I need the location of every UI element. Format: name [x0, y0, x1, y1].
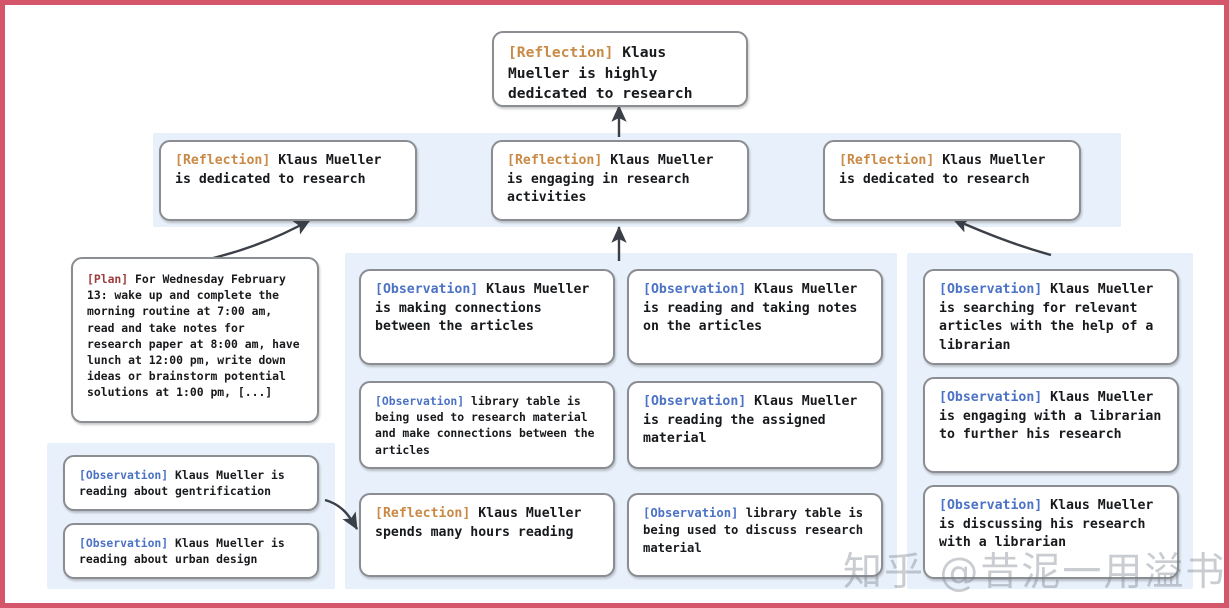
node-col3-observation-3[interactable]: [Observation] Klaus Mueller is discussin…: [923, 485, 1179, 579]
node-col2-observation-2[interactable]: [Observation] Klaus Mueller is reading t…: [627, 381, 883, 469]
node-obs-left-1[interactable]: [Observation] Klaus Mueller is reading a…: [63, 455, 319, 511]
node-col2-observation-2-text: Klaus Mueller is reading the assigned ma…: [643, 394, 858, 447]
tag-observation: [Observation]: [375, 394, 465, 408]
tag-observation: [Observation]: [79, 536, 169, 550]
node-col2-observation-3-text: library table is being used to discuss r…: [643, 506, 864, 555]
node-plan[interactable]: [Plan] For Wednesday February 13: wake u…: [71, 257, 319, 423]
node-reflection-mid[interactable]: [Reflection] Klaus Mueller is engaging i…: [491, 140, 749, 221]
node-reflection-mid-text: Klaus Mueller is engaging in research ac…: [507, 153, 714, 206]
node-col1-observation-2-text: library table is being used to research …: [375, 394, 595, 457]
node-col3-observation-1[interactable]: [Observation] Klaus Mueller is searching…: [923, 269, 1179, 365]
tag-observation: [Observation]: [643, 282, 747, 297]
node-col3-observation-2[interactable]: [Observation] Klaus Mueller is engaging …: [923, 377, 1179, 473]
node-reflection-right-text: Klaus Mueller is dedicated to research: [839, 153, 1046, 187]
node-col3-observation-2-text: Klaus Mueller is engaging with a librari…: [939, 390, 1162, 443]
tag-observation: [Observation]: [79, 468, 169, 482]
node-obs-left-2-text: Klaus Mueller is reading about urban des…: [79, 536, 285, 567]
node-obs-left-1-text: Klaus Mueller is reading about gentrific…: [79, 468, 285, 499]
node-col2-observation-3[interactable]: [Observation] library table is being use…: [627, 493, 883, 577]
node-col1-observation-2[interactable]: [Observation] library table is being use…: [359, 381, 615, 469]
node-reflection-right[interactable]: [Reflection] Klaus Mueller is dedicated …: [823, 140, 1081, 221]
tag-observation: [Observation]: [375, 282, 479, 297]
tag-observation: [Observation]: [643, 394, 747, 409]
tag-plan: [Plan]: [87, 272, 129, 286]
tag-observation: [Observation]: [939, 282, 1043, 297]
tag-reflection: [Reflection]: [507, 153, 603, 168]
node-root-reflection[interactable]: [Reflection] Klaus Mueller is highly ded…: [492, 31, 748, 107]
node-col2-observation-1[interactable]: [Observation] Klaus Mueller is reading a…: [627, 269, 883, 365]
tag-reflection: [Reflection]: [508, 44, 614, 61]
tag-reflection: [Reflection]: [375, 506, 471, 521]
node-col3-observation-1-text: Klaus Mueller is searching for relevant …: [939, 282, 1154, 354]
node-root-reflection-text: Klaus Mueller is highly dedicated to res…: [508, 44, 693, 103]
node-col1-reflection-text: Klaus Mueller spends many hours reading: [375, 506, 582, 540]
node-col1-observation-1[interactable]: [Observation] Klaus Mueller is making co…: [359, 269, 615, 365]
figure-stage: [Reflection] Klaus Mueller is highly ded…: [5, 5, 1224, 603]
node-reflection-left[interactable]: [Reflection] Klaus Mueller is dedicated …: [159, 140, 417, 221]
node-obs-left-2[interactable]: [Observation] Klaus Mueller is reading a…: [63, 523, 319, 579]
tag-observation: [Observation]: [939, 498, 1043, 513]
node-plan-text: For Wednesday February 13: wake up and c…: [87, 272, 300, 400]
node-reflection-left-text: Klaus Mueller is dedicated to research: [175, 153, 382, 187]
node-col3-observation-3-text: Klaus Mueller is discussing his research…: [939, 498, 1154, 551]
tag-observation: [Observation]: [939, 390, 1043, 405]
node-col1-reflection[interactable]: [Reflection] Klaus Mueller spends many h…: [359, 493, 615, 577]
tag-observation: [Observation]: [643, 506, 739, 520]
tag-reflection: [Reflection]: [175, 153, 271, 168]
node-col2-observation-1-text: Klaus Mueller is reading and taking note…: [643, 282, 858, 335]
tag-reflection: [Reflection]: [839, 153, 935, 168]
node-col1-observation-1-text: Klaus Mueller is making connections betw…: [375, 282, 590, 335]
